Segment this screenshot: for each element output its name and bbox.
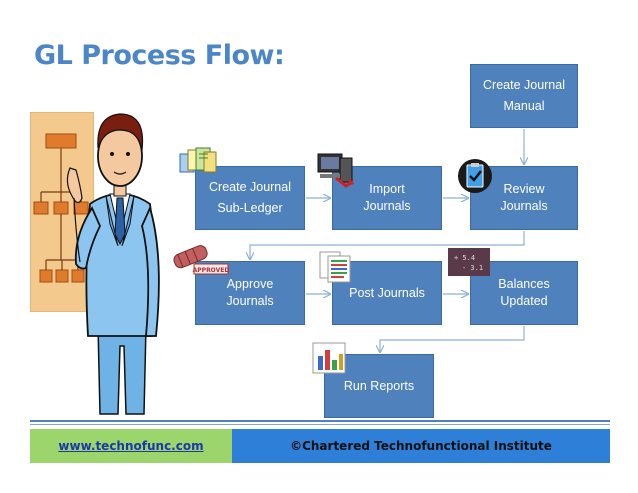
box-label-line2: Updated (500, 294, 548, 308)
svg-text:+ 5.4: + 5.4 (454, 254, 475, 262)
box-label-line1: Create Journal (209, 180, 291, 194)
footer-website-panel: www.technofunc.com (30, 429, 232, 463)
spreadsheet-icon (319, 251, 351, 283)
box-label-line1: Approve (226, 277, 274, 291)
bar-chart-icon (312, 342, 346, 374)
org-chart-board-illustration (30, 112, 94, 312)
box-label-line1: Run Reports (343, 378, 415, 393)
footer-copyright: ©Chartered Technofunctional Institute (232, 429, 610, 463)
create-journal-manual-box: Create Journal Manual (470, 64, 578, 128)
page-title: GL Process Flow: (34, 40, 285, 71)
computer-icon (317, 153, 354, 188)
footer-divider (30, 420, 610, 422)
box-label-line2: Manual (503, 99, 545, 113)
approved-stamp-icon: APPROVED (173, 245, 230, 275)
box-label-line1: Balances (498, 277, 550, 291)
footer-divider-thin (30, 424, 610, 425)
businessman-illustration (66, 113, 160, 415)
box-label-line2: Sub-Ledger (217, 201, 283, 215)
box-label-line1: Create Journal (483, 78, 565, 92)
box-label-line1: Import (369, 182, 405, 196)
box-label-line2: Journals (500, 199, 548, 213)
svg-text:- 3.1: - 3.1 (462, 264, 483, 272)
website-link[interactable]: www.technofunc.com (58, 439, 204, 453)
box-label-line1: Post Journals (349, 285, 425, 300)
ledger-numbers-icon: + 5.4 - 3.1 (448, 248, 490, 276)
clipboard-check-icon (458, 159, 492, 193)
approved-stamp-text: APPROVED (193, 267, 230, 274)
box-label-line2: Journals (363, 199, 411, 213)
create-journal-subledger-box: Create Journal Sub-Ledger (195, 166, 305, 230)
documents-stack-icon (179, 147, 217, 173)
review-journals-box: Review Journals (470, 166, 578, 230)
box-label-line2: Journals (226, 294, 274, 308)
box-label-line1: Review (503, 182, 545, 196)
